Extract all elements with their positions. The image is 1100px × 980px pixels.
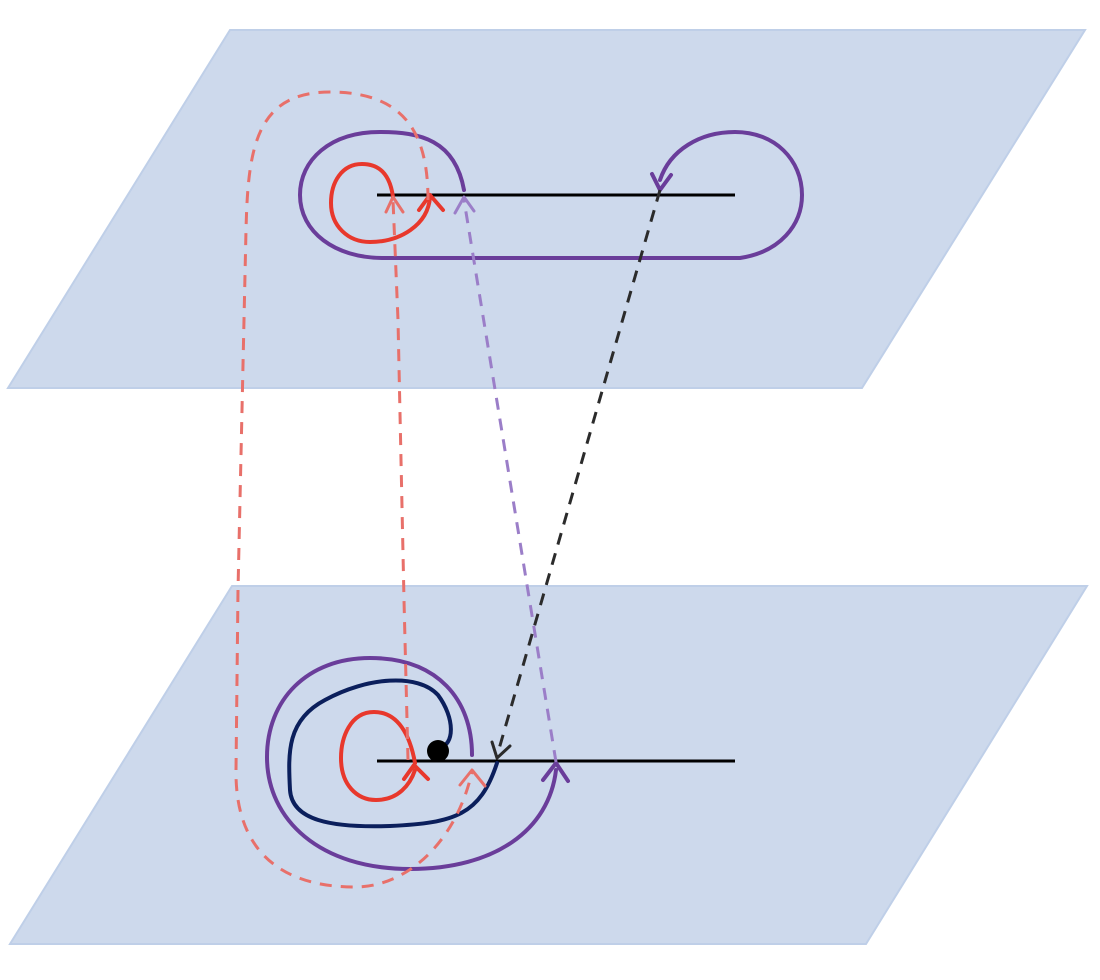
upper-sheet <box>6 29 1087 389</box>
red-dashed-outer-arrowhead <box>458 768 487 788</box>
red-dashed-inner-arrowhead <box>384 195 405 214</box>
upper-red-arrowhead <box>417 193 445 212</box>
upper-purple-loop <box>298 130 804 260</box>
upper-red-loop <box>329 162 432 244</box>
lower-purple-loop <box>265 656 558 871</box>
red-dashed-outer-connection <box>234 90 474 889</box>
lower-red-arrowhead <box>402 763 430 781</box>
lower-red-loop <box>339 710 417 802</box>
purple-dashed-connection <box>462 199 558 763</box>
purple-dashed-arrowhead <box>453 195 476 215</box>
red-dashed-inner-connection <box>391 199 410 761</box>
navy-spiral <box>287 678 499 829</box>
black-dashed-connection <box>495 189 662 757</box>
branch-point-dot <box>427 740 449 762</box>
lower-sheet <box>8 585 1089 945</box>
lower-purple-arrowhead <box>541 761 570 783</box>
black-dashed-arrowhead <box>490 740 512 760</box>
